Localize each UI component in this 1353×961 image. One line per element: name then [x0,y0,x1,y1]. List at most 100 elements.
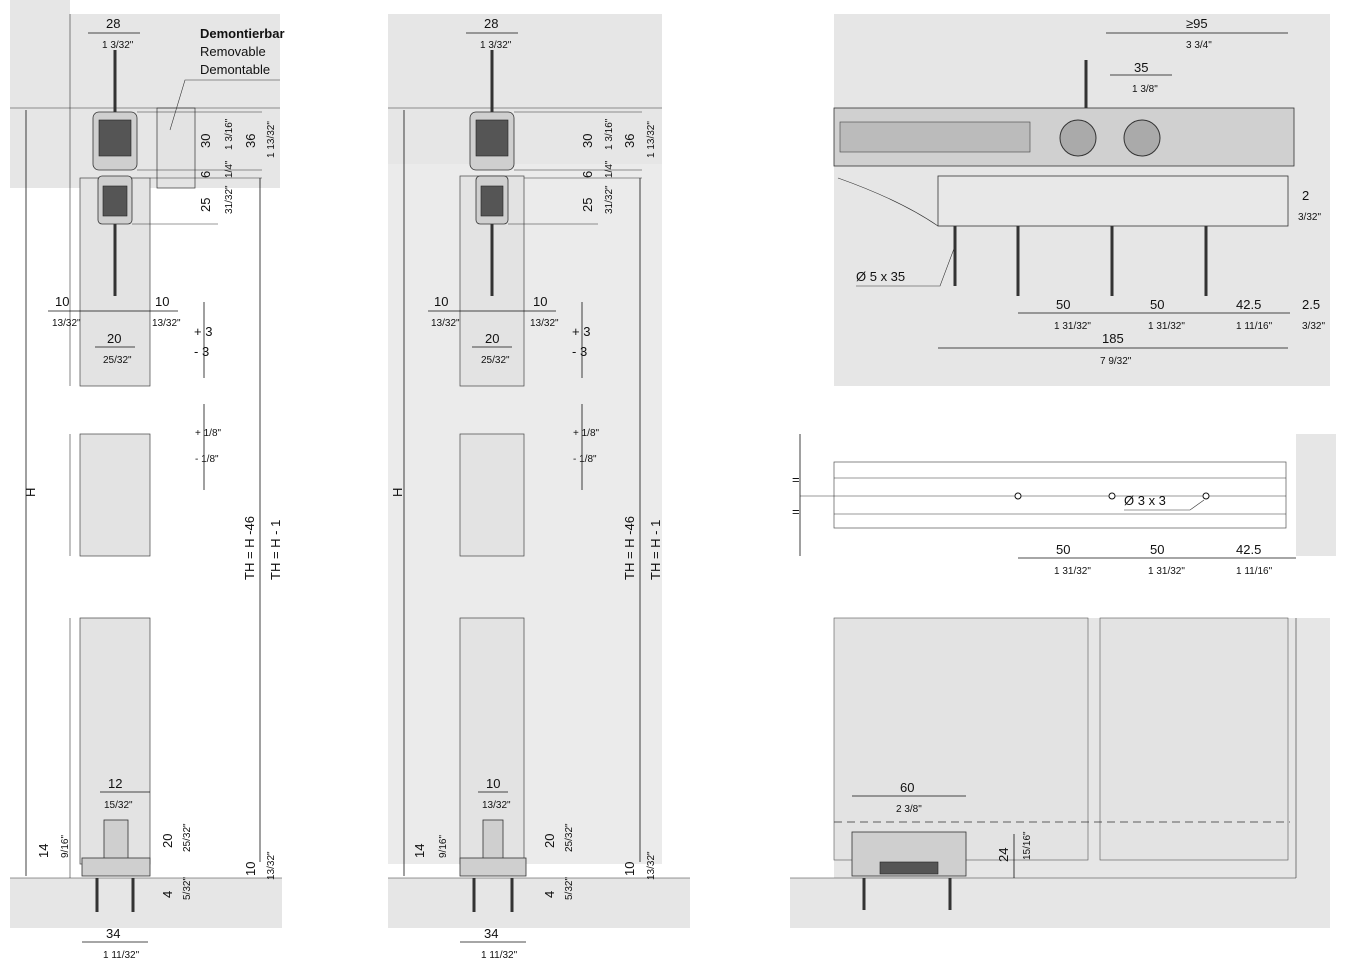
svg-text:1 31/32": 1 31/32" [1148,566,1185,577]
svg-text:20: 20 [542,834,557,848]
svg-text:=: = [792,472,800,487]
svg-text:6: 6 [198,171,213,178]
right-drilling-view: = = Ø 3 x 3 50 1 31/32" 50 1 31/32" 42.5… [792,434,1336,577]
svg-text:42.5: 42.5 [1236,297,1261,312]
svg-text:185: 185 [1102,331,1124,346]
svg-text:25: 25 [198,198,213,212]
drill-hole-2 [1108,492,1116,500]
svg-text:2.5: 2.5 [1302,297,1320,312]
svg-text:20: 20 [160,834,175,848]
svg-text:≥95: ≥95 [1186,16,1208,31]
svg-text:2 3/8": 2 3/8" [896,804,922,815]
svg-text:13/32": 13/32" [646,851,657,880]
svg-text:13/32": 13/32" [266,851,277,880]
svg-text:- 3: - 3 [572,344,587,359]
svg-text:50: 50 [1150,542,1164,557]
svg-text:1/4": 1/4" [604,160,615,178]
svg-text:1 31/32": 1 31/32" [1054,321,1091,332]
dim-28-left: 28 [106,16,120,31]
svg-text:1 11/32": 1 11/32" [103,950,140,961]
svg-text:4: 4 [160,891,175,898]
svg-text:34: 34 [106,926,120,941]
leader-removable [169,79,280,131]
svg-text:3/32": 3/32" [1302,321,1325,332]
svg-text:10: 10 [622,862,637,876]
left-section-view: H TH = H -46 TH = H - 1 28 1 3/32" 30 1 … [10,0,285,961]
svg-text:10: 10 [434,294,448,309]
svg-text:25/32": 25/32" [564,823,575,852]
svg-text:25/32": 25/32" [481,355,510,366]
svg-text:10: 10 [155,294,169,309]
svg-text:+ 1/8": + 1/8" [573,428,600,439]
svg-text:1 31/32": 1 31/32" [1054,566,1091,577]
label-TH-mm-left: TH = H -46 [242,516,257,580]
svg-text:3/32": 3/32" [1298,212,1321,223]
svg-text:30: 30 [198,134,213,148]
svg-text:1 3/8": 1 3/8" [1132,84,1158,95]
svg-text:1 11/16": 1 11/16" [1236,566,1273,577]
svg-text:+ 1/8": + 1/8" [195,428,222,439]
svg-text:5/32": 5/32" [182,877,193,900]
svg-text:13/32": 13/32" [52,318,81,329]
svg-text:42.5: 42.5 [1236,542,1261,557]
svg-text:36: 36 [243,134,258,148]
svg-text:1 31/32": 1 31/32" [1148,321,1185,332]
svg-text:13/32": 13/32" [482,800,511,811]
svg-text:12: 12 [108,776,122,791]
svg-text:15/16": 15/16" [1022,831,1033,860]
svg-text:13/32": 13/32" [152,318,181,329]
label-H-middle: H [390,488,405,497]
svg-text:7 9/32": 7 9/32" [1100,356,1132,367]
svg-text:1 3/16": 1 3/16" [604,118,615,150]
svg-text:10: 10 [243,862,258,876]
svg-text:1 11/32": 1 11/32" [481,950,518,961]
svg-text:10: 10 [486,776,500,791]
svg-text:14: 14 [412,844,427,858]
svg-text:TH = H -46: TH = H -46 [622,516,637,580]
svg-text:1 11/16": 1 11/16" [1236,321,1273,332]
label-H-left: H [23,488,38,497]
svg-text:34: 34 [484,926,498,941]
middle-section-view: H TH = H -46 TH = H - 1 28 1 3/32" 30 1 … [388,14,690,961]
svg-text:2: 2 [1302,188,1309,203]
svg-text:14: 14 [36,844,51,858]
svg-text:1 13/32": 1 13/32" [646,121,657,158]
svg-text:25/32": 25/32" [103,355,132,366]
svg-text:31/32": 31/32" [604,185,615,214]
left-floor [10,878,282,928]
svg-text:20: 20 [107,331,121,346]
svg-text:5/32": 5/32" [564,877,575,900]
tol-plus3-left: + 3 [194,324,212,339]
svg-text:TH = H - 1: TH = H - 1 [648,520,663,580]
svg-text:4: 4 [542,891,557,898]
label-hole-size: Ø 3 x 3 [1124,493,1166,508]
right-floor-guide-view: 60 2 3/8" 24 15/16" [790,617,1330,928]
svg-text:- 3: - 3 [194,344,209,359]
label-demontable: Demontable [200,62,270,77]
drill-hole-3 [1202,492,1210,500]
svg-text:1 3/32": 1 3/32" [480,40,512,51]
svg-text:+ 3: + 3 [572,324,590,339]
svg-text:1/4": 1/4" [224,160,235,178]
svg-text:1 3/32": 1 3/32" [102,40,134,51]
svg-text:6: 6 [580,171,595,178]
svg-text:36: 36 [622,134,637,148]
label-screw-size: Ø 5 x 35 [856,269,905,284]
svg-text:3 3/4": 3 3/4" [1186,40,1212,51]
svg-text:20: 20 [485,331,499,346]
svg-text:30: 30 [580,134,595,148]
svg-text:31/32": 31/32" [224,185,235,214]
svg-text:10: 10 [55,294,69,309]
svg-text:- 1/8": - 1/8" [195,454,219,465]
svg-text:10: 10 [533,294,547,309]
svg-text:1 3/16": 1 3/16" [224,118,235,150]
svg-text:50: 50 [1150,297,1164,312]
svg-text:35: 35 [1134,60,1148,75]
drill-hole-1 [1014,492,1022,500]
svg-text:9/16": 9/16" [438,835,449,858]
svg-text:- 1/8": - 1/8" [573,454,597,465]
svg-text:13/32": 13/32" [431,318,460,329]
right-top-rail-view: ≥95 3 3/4" 35 1 3/8" 2 3/32" Ø 5 x 35 50… [833,14,1330,386]
drilling-strip [833,461,1287,529]
